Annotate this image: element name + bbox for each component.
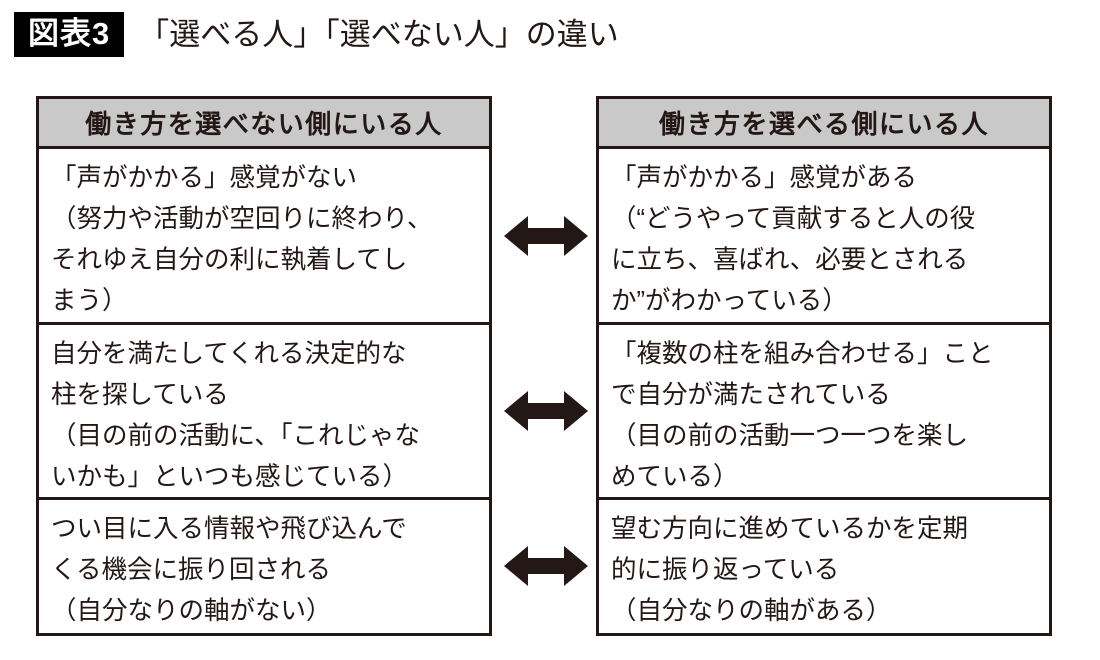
right-cell-row-1-line-3: に立ち、喜ばれ、必要とされる <box>611 246 969 274</box>
right-cell-row-2-line-1: 「複数の柱を組み合わせる」こと <box>611 340 994 368</box>
right-cell-row-1-line-2: （“どうやって貢献すると人の役 <box>611 205 976 233</box>
comparison-table-right: 働き方を選べる側にいる人 「声がかかる」感覚がある （“どうやって貢献すると人の… <box>596 96 1052 636</box>
right-cell-row-3-line-2: 的に振り返っている <box>611 556 840 584</box>
left-cell-row-1-line-1: 「声がかかる」感覚がない <box>51 164 358 192</box>
figure-title: 「選べる人」「選べない人」の違い <box>138 16 619 52</box>
left-panel-header: 働き方を選べない側にいる人 <box>39 99 489 149</box>
right-cell-row-1: 「声がかかる」感覚がある （“どうやって貢献すると人の役 に立ち、喜ばれ、必要と… <box>599 149 1049 325</box>
double-headed-horizontal-arrow-icon <box>504 544 588 588</box>
left-cell-row-1-line-2: （努力や活動が空回りに終わり、 <box>51 205 433 233</box>
left-cell-row-1: 「声がかかる」感覚がない （努力や活動が空回りに終わり、 それゆえ自分の利に執着… <box>39 149 489 325</box>
left-cell-row-3: つい目に入る情報や飛び込んで くる機会に振り回される （自分なりの軸がない） <box>39 500 489 633</box>
figure-number-badge: 図表3 <box>14 11 125 57</box>
comparison-table-left: 働き方を選べない側にいる人 「声がかかる」感覚がない （努力や活動が空回りに終わ… <box>36 96 492 636</box>
right-cell-row-2-line-3: （目の前の活動一つ一つを楽し <box>611 422 969 450</box>
right-cell-row-1-line-1: 「声がかかる」感覚がある <box>611 164 918 192</box>
left-cell-row-3-line-3: （自分なりの軸がない） <box>51 597 332 625</box>
left-cell-row-2-line-4: いかも」といつも感じている） <box>51 463 409 491</box>
left-cell-row-1-line-3: それゆえ自分の利に執着してし <box>51 246 408 274</box>
left-cell-row-2: 自分を満たしてくれる決定的な 柱を探している （目の前の活動に、「これじゃな い… <box>39 325 489 500</box>
double-headed-horizontal-arrow-icon <box>504 214 588 258</box>
right-cell-row-3: 望む方向に進めているかを定期 的に振り返っている （自分なりの軸がある） <box>599 500 1049 633</box>
right-cell-row-3-line-3: （自分なりの軸がある） <box>611 597 892 625</box>
right-cell-row-2: 「複数の柱を組み合わせる」こと で自分が満たされている （目の前の活動一つ一つを… <box>599 325 1049 500</box>
right-cell-row-1-line-4: か”がわかっている） <box>611 287 848 315</box>
left-cell-row-2-line-2: 柱を探している <box>51 381 229 409</box>
figure-title-row: 図表3 「選べる人」「選べない人」の違い <box>14 6 619 62</box>
left-cell-row-3-line-2: くる機会に振り回される <box>51 556 331 584</box>
right-cell-row-2-line-4: めている） <box>611 463 739 491</box>
left-cell-row-1-line-4: まう） <box>51 287 128 315</box>
right-panel-header: 働き方を選べる側にいる人 <box>599 99 1049 149</box>
left-cell-row-2-line-1: 自分を満たしてくれる決定的な <box>51 340 407 368</box>
double-headed-horizontal-arrow-icon <box>504 389 588 433</box>
right-cell-row-2-line-2: で自分が満たされている <box>611 381 891 409</box>
right-cell-row-3-line-1: 望む方向に進めているかを定期 <box>611 515 969 543</box>
left-cell-row-2-line-3: （目の前の活動に、「これじゃな <box>51 422 420 450</box>
left-cell-row-3-line-1: つい目に入る情報や飛び込んで <box>51 515 407 543</box>
